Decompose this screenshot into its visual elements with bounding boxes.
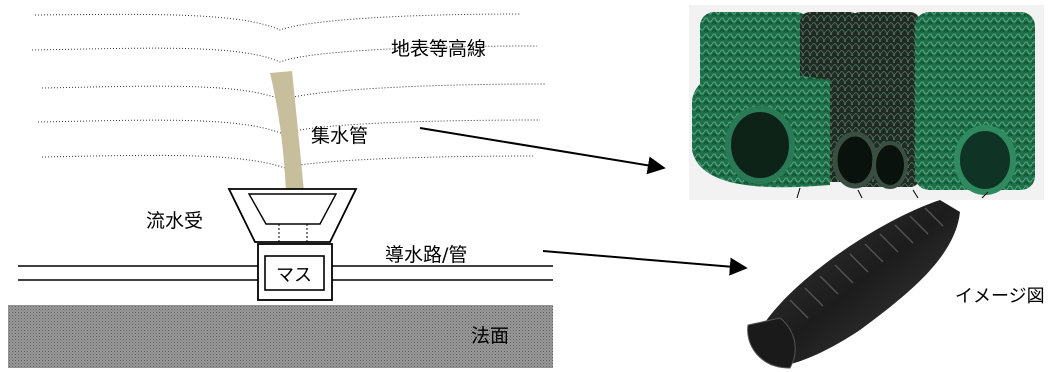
contour-line-2 (31, 45, 538, 63)
inlet-funnel (227, 188, 358, 243)
slope-face (8, 305, 553, 368)
collector-pipe (270, 71, 304, 193)
mesh-pipe-photo (689, 5, 1044, 200)
contour-line-1 (34, 13, 521, 31)
image-caption: イメージ図 (955, 286, 1045, 307)
catch-basin (257, 243, 333, 301)
catch-basin-label: マス (276, 265, 312, 286)
slope-face-label: 法面 (471, 325, 510, 347)
corrugated-pipe-photo (747, 200, 960, 369)
pipe-through-funnel (278, 224, 308, 256)
arrow-to-mesh-pipe (419, 127, 666, 175)
contour-label: 地表等高線 (391, 38, 487, 60)
inlet-label: 流水受 (146, 210, 204, 232)
drain-channel-label: 導水路/管 (385, 244, 468, 266)
arrow-to-corrugated-pipe (542, 250, 748, 276)
collector-pipe-label: 集水管 (311, 125, 369, 147)
